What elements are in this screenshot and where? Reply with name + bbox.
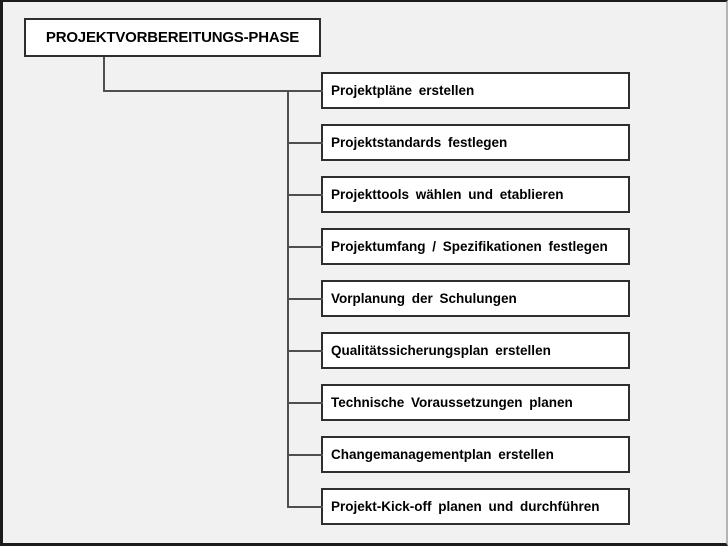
task-label: Projektumfang / Spezifikationen festlege… xyxy=(331,239,608,254)
task-label: Projektpläne erstellen xyxy=(331,83,475,98)
connector-stub xyxy=(287,453,323,456)
task-label: Projekttools wählen und etablieren xyxy=(331,187,564,202)
task-box: Qualitätssicherungsplan erstellen xyxy=(287,332,630,369)
connector-stub xyxy=(287,401,323,404)
task-label: Qualitätssicherungsplan erstellen xyxy=(331,343,551,358)
connector-stub xyxy=(287,505,323,508)
task-label: Projekt-Kick-off planen und durchführen xyxy=(331,499,600,514)
task-list: Projektpläne erstellen Projektstandards … xyxy=(103,72,630,525)
phase-title: PROJEKTVORBEREITUNGS-PHASE xyxy=(45,29,300,46)
task-box: Technische Voraussetzungen planen xyxy=(287,384,630,421)
task-box: Projektumfang / Spezifikationen festlege… xyxy=(287,228,630,265)
task-box: Vorplanung der Schulungen xyxy=(287,280,630,317)
connector-stub xyxy=(287,297,323,300)
task-box: Projekt-Kick-off planen und durchführen xyxy=(287,488,630,525)
task-label: Changemanagementplan erstellen xyxy=(331,447,554,462)
task-label: Projektstandards festlegen xyxy=(331,135,508,150)
connector-stub xyxy=(287,141,323,144)
task-box: Projektstandards festlegen xyxy=(287,124,630,161)
connector-stub xyxy=(287,245,323,248)
task-label: Vorplanung der Schulungen xyxy=(331,291,517,306)
task-box: Projekttools wählen und etablieren xyxy=(287,176,630,213)
connector-stub xyxy=(103,89,323,92)
connector-stub xyxy=(287,193,323,196)
task-box: Projektpläne erstellen xyxy=(103,72,630,109)
connector-stub xyxy=(287,349,323,352)
task-box: Changemanagementplan erstellen xyxy=(287,436,630,473)
phase-header-box: PROJEKTVORBEREITUNGS-PHASE xyxy=(24,18,321,57)
task-label: Technische Voraussetzungen planen xyxy=(331,395,573,410)
connector-vertical-from-header xyxy=(103,57,105,91)
